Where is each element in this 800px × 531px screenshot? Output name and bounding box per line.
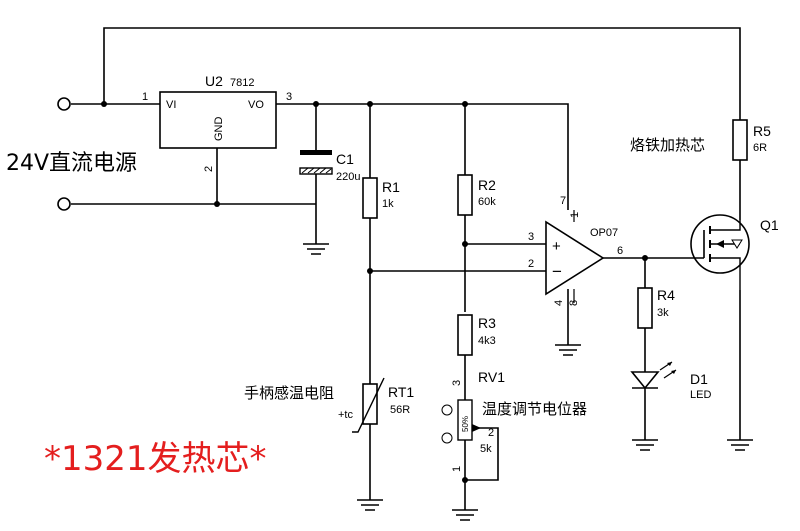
q1-mosfet: Q1: [690, 214, 779, 290]
u2-pin-vi: VI: [166, 99, 176, 111]
rv1-value: 5k: [480, 443, 492, 455]
r5-desc: 烙铁加热芯: [630, 136, 705, 154]
r5-ref: R5: [753, 123, 771, 139]
d1-ref: D1: [690, 371, 708, 387]
u2-pin1: 1: [142, 91, 148, 103]
u2-ref: U2: [205, 73, 223, 89]
r1-ref: R1: [382, 179, 400, 195]
u2-part: 7812: [230, 77, 254, 89]
supply-label: 24V直流电源: [6, 151, 137, 176]
r3-ref: R3: [478, 315, 496, 331]
u2-pin-gnd: GND: [213, 117, 225, 142]
r1-resistor: R1 1k: [362, 177, 400, 219]
op-pin6: 6: [617, 245, 623, 257]
rt1-value: 56R: [390, 404, 410, 416]
power-input-terminals: [57, 97, 71, 211]
rv1-desc: 温度调节电位器: [482, 400, 587, 418]
d1-type: LED: [690, 389, 711, 401]
op-pin1: 1: [569, 212, 581, 218]
op-pin3: 3: [528, 231, 534, 243]
rv1-ref: RV1: [478, 369, 505, 385]
u2-pin3: 3: [286, 91, 292, 103]
svg-text:−: −: [552, 262, 562, 281]
svg-text:+: +: [552, 238, 561, 255]
r3-resistor: R3 4k3: [457, 314, 496, 356]
r2-ref: R2: [478, 177, 496, 193]
rv1-setting: 50%: [461, 416, 470, 432]
rv1-potentiometer: 50% RV1 5k 3 2 1 温度调节电位器: [441, 369, 587, 472]
rv1-pin1: 1: [451, 466, 463, 472]
r4-resistor: R4 3k: [637, 287, 675, 329]
r2-resistor: R2 60k: [457, 174, 496, 216]
c1-value: 220u: [336, 171, 360, 183]
op-pin4: 4: [553, 300, 565, 306]
c1-capacitor: C1 220u: [299, 150, 360, 183]
op-ref: OP07: [590, 227, 618, 239]
rv1-pin2: 2: [488, 427, 494, 439]
rv1-pin3: 3: [451, 380, 463, 386]
r4-ref: R4: [657, 287, 675, 303]
r5-value: 6R: [753, 142, 767, 154]
d1-led: D1 LED: [630, 361, 711, 401]
u2-regulator: U2 7812 VI VO GND 1 3 2: [142, 73, 292, 172]
r1-value: 1k: [382, 198, 394, 210]
op-pin2: 2: [528, 258, 534, 270]
u2-pin-vo: VO: [248, 99, 264, 111]
q1-ref: Q1: [760, 217, 779, 233]
op-pin7: 7: [560, 195, 566, 207]
r3-value: 4k3: [478, 335, 496, 347]
rt1-desc: 手柄感温电阻: [244, 384, 334, 402]
c1-ref: C1: [336, 151, 354, 167]
r4-value: 3k: [657, 307, 669, 319]
rt1-thermistor: RT1 56R +tc 手柄感温电阻: [244, 377, 414, 433]
u2-pin2: 2: [203, 166, 215, 172]
heater-core-note: *1321发热芯*: [44, 439, 267, 479]
rt1-tc: +tc: [338, 409, 353, 421]
junctions: [101, 101, 648, 483]
op07-opamp: + − OP07 3 2 6 7 1 4 8: [528, 195, 623, 306]
rt1-ref: RT1: [388, 384, 414, 400]
r5-resistor: R5 6R 烙铁加热芯: [630, 119, 771, 161]
r2-value: 60k: [478, 196, 496, 208]
ground-symbols: [303, 243, 753, 521]
